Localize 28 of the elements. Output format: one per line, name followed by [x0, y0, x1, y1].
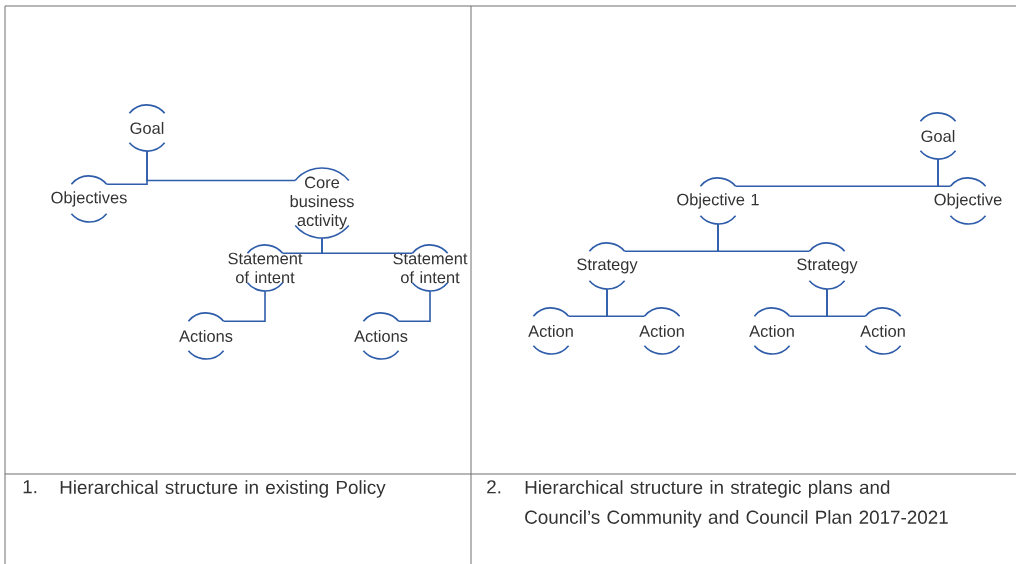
arc-circle-node: Statement of intent [228, 244, 303, 292]
arc-circle-node: Statement of intent [393, 244, 468, 292]
arc-circle-node: Actions [179, 312, 233, 360]
connector-line [606, 288, 646, 317]
arc-circle-node: Action [639, 307, 684, 355]
arc-circle-node: Objective 1 [677, 177, 759, 225]
caption-text: Hierarchical structure in existing Policy [60, 480, 386, 498]
connector-line [397, 290, 431, 322]
arc-circle-node: Action [860, 307, 905, 355]
connector-line [321, 237, 414, 254]
arc-circle-node: Action [528, 307, 573, 355]
connector-line [937, 158, 952, 187]
caption-text: Hierarchical structure in strategic plans and Council’s Community and Council Plan 2017-2021 [525, 480, 948, 528]
arc-circle-node: Strategy [797, 242, 858, 290]
list-number: 2. [487, 480, 501, 494]
arc-circle-node: Actions [354, 312, 408, 360]
arc-circle-node: Strategy [577, 242, 638, 290]
arc-circle-node: Goal [128, 104, 166, 152]
connector-line [826, 288, 867, 317]
arc-circle-node: Objectives [51, 175, 127, 223]
arc-circle-node: Goal [919, 112, 957, 160]
list-number: 1. [23, 480, 37, 494]
connector-line [717, 223, 811, 252]
arc-circle-node: Action [749, 307, 794, 355]
arc-circle-node: Objective [934, 177, 1002, 225]
arc-circle-node: Core business activity [290, 167, 354, 239]
connector-line [146, 150, 296, 182]
connector-line [222, 290, 266, 322]
